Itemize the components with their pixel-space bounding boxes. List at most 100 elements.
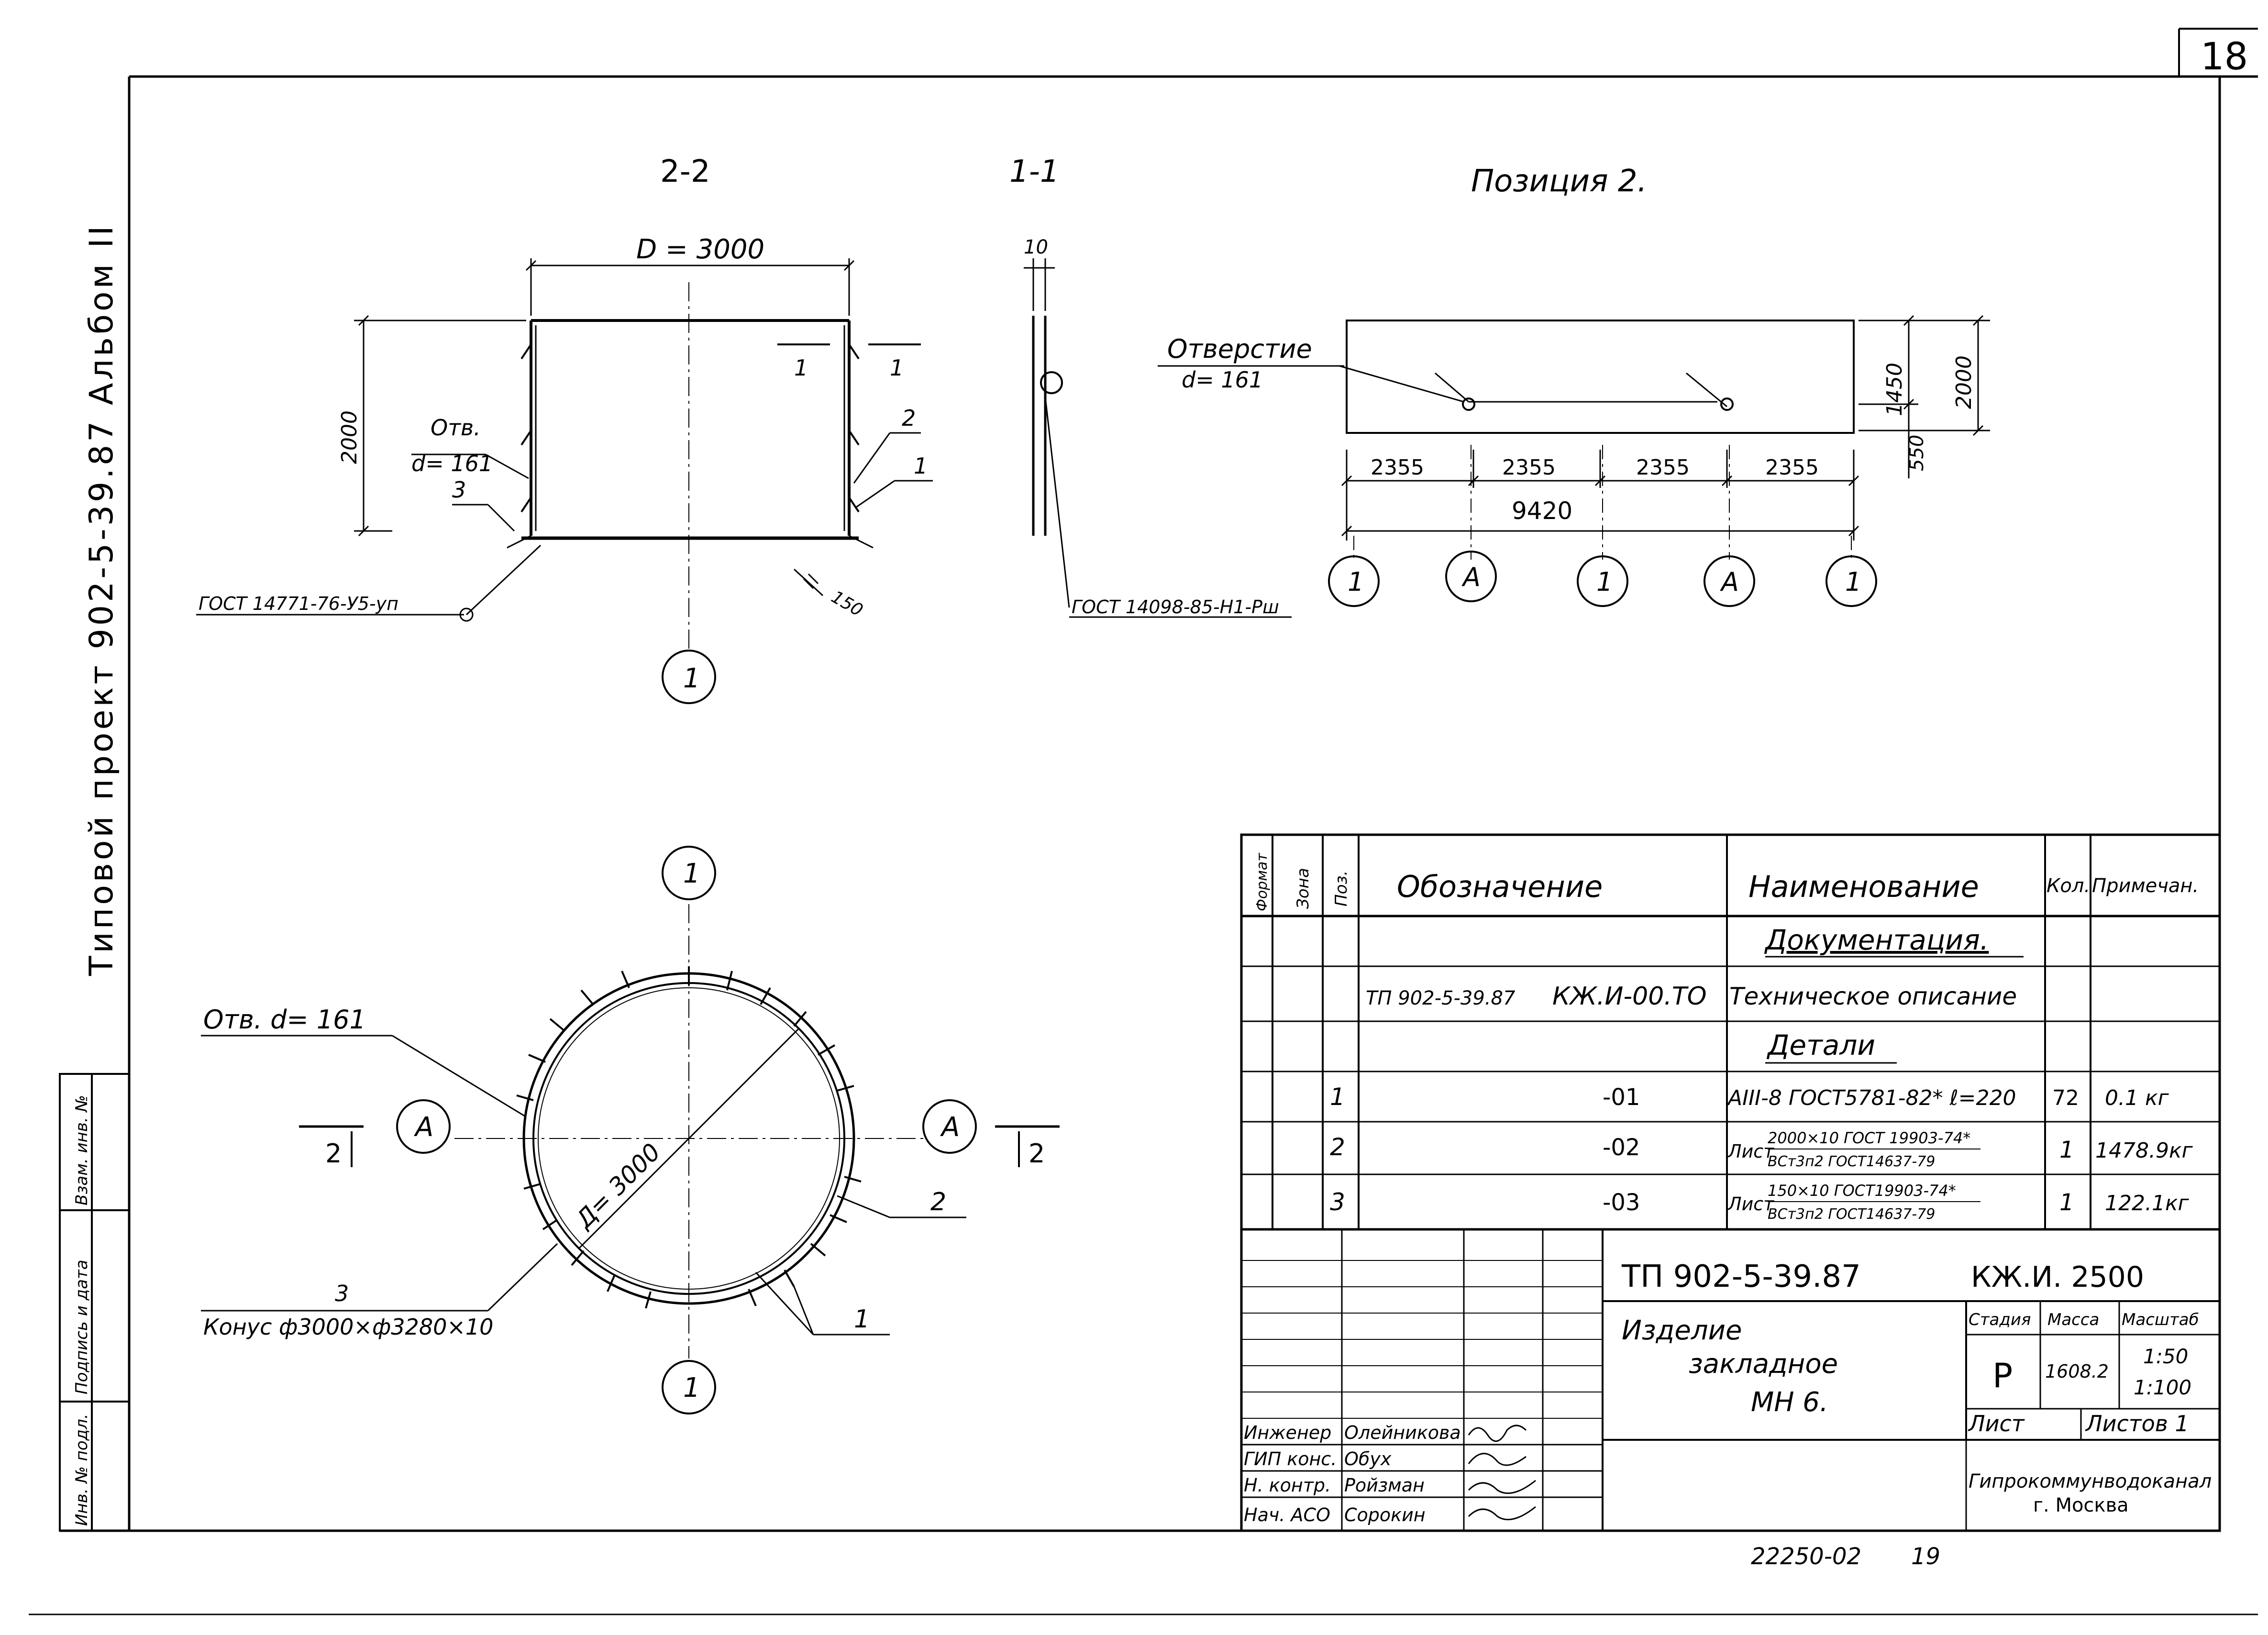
stamp-name-1: Изделие [1622, 1315, 1742, 1346]
footer-num: 19 [1911, 1543, 1940, 1570]
sheet-number: 18 [2201, 35, 2248, 78]
spec-row1-code: -01 [1603, 1084, 1640, 1111]
stamp-project: ТП 902-5-39.87 [1621, 1259, 1861, 1294]
spec-row3-name-c: ВСт3п2 ГОСТ14637-79 [1768, 1206, 1935, 1223]
dim-10-label: 10 [1024, 236, 1048, 258]
section-2-2-drawing [196, 258, 933, 704]
hole-label-2: d= 161 [411, 451, 493, 476]
axis-bubble-1a: 1 [1348, 567, 1364, 597]
plan-hole-label: Отв. d= 161 [203, 1005, 366, 1035]
stamp-role-3: Н. контр. [1244, 1475, 1331, 1496]
strip-cell-replaced: Взам. инв. № [72, 1095, 91, 1205]
plan-left-axis: А [414, 1112, 433, 1143]
opening-label-1: Отверстие [1167, 334, 1312, 364]
spec-row2-name-a: Лист [1727, 1141, 1775, 1162]
cut-mark-left: 1 [794, 355, 808, 381]
spec-section-details: Детали [1766, 1029, 1875, 1061]
stamp-stage: Р [1992, 1356, 2013, 1395]
spec-doc-code2: КЖ.И-00.ТО [1552, 982, 1707, 1011]
opening-label-2: d= 161 [1182, 367, 1263, 393]
spec-row2-qty: 1 [2059, 1137, 2074, 1163]
axis-bubble-1c: 1 [1845, 567, 1861, 597]
cut-left-label: 2 [325, 1138, 342, 1169]
plan-bottom-axis: 1 [683, 1372, 700, 1403]
spec-row2-name-b: 2000×10 ГОСТ 19903-74* [1768, 1129, 1970, 1147]
height-label: 2000 [337, 410, 362, 464]
diameter-label: D = 3000 [636, 234, 764, 265]
axis-bubble-1b: 1 [1596, 567, 1613, 597]
spec-h-format: Формат [1254, 852, 1271, 911]
spec-row1-pos: 1 [1330, 1083, 1345, 1111]
album-title: Типовой проект 902-5-39.87 Альбом II [83, 223, 121, 976]
spec-doc-code: ТП 902-5-39.87 [1366, 987, 1516, 1009]
spec-section-docs: Документация. [1764, 924, 1989, 956]
spec-table [1240, 833, 2221, 1231]
stamp-h-stage: Стадия [1969, 1310, 2031, 1329]
strip-cell-inv: Инв. № подл. [72, 1414, 91, 1526]
section-1-1-drawing [1024, 258, 1292, 618]
title-block [1240, 1228, 2221, 1532]
stamp-role-4: Нач. АСО [1244, 1504, 1330, 1525]
stamp-name-3: МН 6. [1751, 1387, 1828, 1418]
dim-2355-b: 2355 [1502, 455, 1556, 480]
footer-code: 22250-02 [1751, 1543, 1861, 1570]
axis-bubble-A1: А [1461, 562, 1481, 592]
stamp-role-2: ГИП конс. [1244, 1448, 1337, 1469]
spec-row2-code: -02 [1603, 1134, 1640, 1161]
plan-drawing [201, 846, 1060, 1414]
weld-label-2: ГОСТ 14098-85-Н1-Рш [1072, 597, 1279, 618]
stamp-org-2: г. Москва [2033, 1494, 2129, 1516]
stamp-scale-1: 1:50 [2143, 1345, 2188, 1368]
stamp-h-scale: Масштаб [2122, 1310, 2199, 1329]
stamp-name-p2: Обух [1344, 1448, 1392, 1469]
stamp-h-mass: Масса [2047, 1310, 2099, 1329]
dim-2000: 2000 [1952, 355, 1976, 409]
section-2-2-title: 2-2 [660, 154, 710, 189]
frame [29, 28, 2258, 1615]
pos-3-label: 3 [452, 477, 466, 503]
spec-row2-note: 1478.9кг [2095, 1138, 2193, 1163]
stamp-name-2: закладное [1689, 1348, 1838, 1380]
stamp-sheets: Листов 1 [2085, 1411, 2189, 1436]
spec-row2-pos: 2 [1330, 1133, 1345, 1161]
left-strip [59, 1073, 130, 1532]
pos-1-label: 1 [914, 453, 928, 479]
spec-row1-qty: 72 [2052, 1086, 2079, 1110]
spec-h-name: Наименование [1748, 869, 1979, 904]
stamp-sheet: Лист [1968, 1411, 2025, 1436]
stamp-mark: КЖ.И. 2500 [1971, 1260, 2144, 1294]
spec-h-qty: Кол. [2047, 875, 2090, 897]
stamp-mass: 1608.2 [2045, 1361, 2109, 1382]
pos-2-label: 2 [902, 405, 916, 431]
stamp-role-1: Инженер [1244, 1422, 1331, 1443]
spec-h-note: Примечан. [2092, 875, 2199, 897]
dim-9420: 9420 [1512, 497, 1572, 525]
strip-cell-sign: Подпись и дата [72, 1259, 91, 1394]
stamp-name-p4: Сорокин [1344, 1504, 1426, 1525]
stamp-org-1: Гипрокоммунводоканал [1969, 1470, 2212, 1492]
position-2-title: Позиция 2. [1471, 164, 1647, 199]
weld-label: ГОСТ 14771-76-У5-уп [199, 593, 398, 614]
stamp-scale-2: 1:100 [2134, 1376, 2191, 1399]
spec-h-pos: Поз. [1332, 871, 1351, 906]
plan-pos-2: 2 [930, 1188, 946, 1216]
spec-h-designation: Обозначение [1397, 869, 1603, 904]
cone-label: Конус ф3000×ф3280×10 [203, 1314, 493, 1340]
hole-label-1: Отв. [431, 415, 481, 441]
dim-2355-d: 2355 [1765, 455, 1819, 480]
dim-1450: 1450 [1882, 363, 1907, 416]
dim-550: 550 [1906, 435, 1928, 471]
axis-bubble-A2: А [1720, 567, 1739, 597]
stamp-name-p1: Олейникова [1344, 1422, 1461, 1443]
spec-row3-qty: 1 [2059, 1189, 2074, 1216]
cut-mark-right: 1 [890, 355, 904, 381]
spec-row3-name-b: 150×10 ГОСТ19903-74* [1768, 1182, 1956, 1200]
plan-diameter-label: Д= 3000 [570, 1138, 666, 1234]
position-2-drawing [1158, 315, 1990, 607]
plan-right-axis: А [940, 1112, 960, 1143]
spec-row2-name-c: ВСт3п2 ГОСТ14637-79 [1768, 1153, 1935, 1170]
spec-row1-name: АIII-8 ГОСТ5781-82* ℓ=220 [1726, 1086, 2016, 1110]
cut-right-label: 2 [1029, 1138, 1045, 1169]
dim-150-label: 150 [828, 587, 866, 620]
